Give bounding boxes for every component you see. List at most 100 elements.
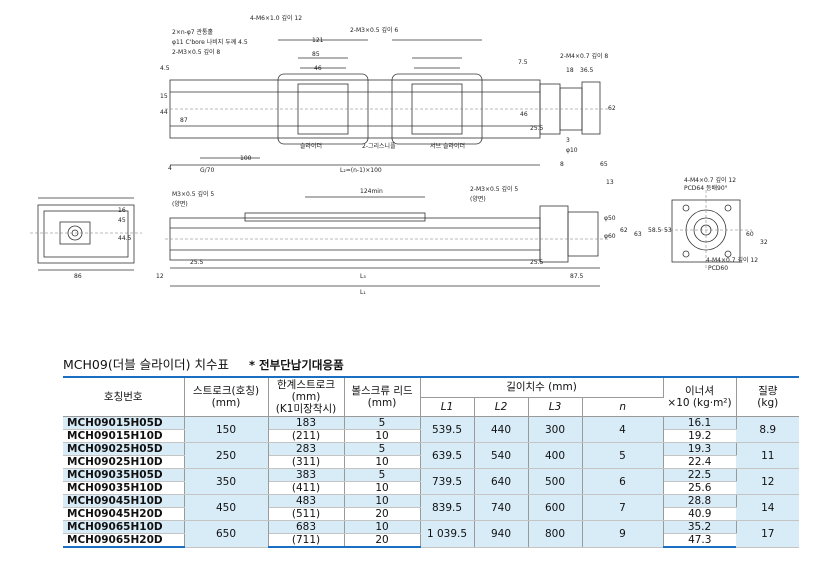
model-cell: MCH09065H10D — [63, 520, 185, 534]
inertia-cell: 19.3 — [663, 442, 737, 456]
dimension-label: 15 — [160, 93, 168, 100]
header-model: 호칭번호 — [63, 376, 185, 417]
dimension-label: 4.5 — [160, 65, 170, 72]
inertia-cell: 16.1 — [663, 416, 737, 430]
dimension-label: 25.5 — [530, 259, 544, 266]
inertia-cell: 40.9 — [663, 507, 737, 521]
dimension-label: 18 — [566, 67, 574, 74]
lead-cell: 10 — [344, 481, 421, 495]
dimension-label: 65 — [600, 161, 608, 168]
model-cell: MCH09035H05D — [63, 468, 185, 482]
dimension-label: 87.5 — [570, 273, 584, 280]
mass-cell: 11 — [736, 442, 800, 469]
dimension-label: 서브 슬라이더 — [430, 142, 465, 150]
l2-cell: 740 — [474, 494, 529, 521]
dimension-label: 2-그리스니플 — [362, 142, 396, 150]
limit-stroke-cell: (411) — [268, 481, 345, 495]
dimension-drawing: 2×n-φ7 관통홀 φ11 C'bore 나비지 두께 4.5 2-M3×0.5 … — [30, 14, 768, 296]
n-cell: 9 — [582, 520, 664, 548]
stroke-cell: 150 — [184, 416, 269, 443]
l2-cell: 440 — [474, 416, 529, 443]
l2-cell: 640 — [474, 468, 529, 495]
header-stroke: 스트로크(호칭) (mm) — [184, 376, 269, 417]
stroke-cell: 250 — [184, 442, 269, 469]
lead-cell: 10 — [344, 455, 421, 469]
lead-cell: 5 — [344, 442, 421, 456]
model-cell: MCH09035H10D — [63, 481, 185, 495]
l3-cell: 300 — [528, 416, 583, 443]
dimension-label: 2-M4×0.7 깊이 8 — [560, 52, 608, 60]
header-length: 길이치수 (mm) — [420, 375, 664, 398]
header-l3: L3 — [528, 397, 583, 418]
n-cell: 4 — [582, 416, 664, 443]
limit-stroke-cell: (711) — [268, 533, 345, 548]
dimension-label: 13 — [606, 179, 614, 186]
dimension-label: 60 — [746, 231, 754, 238]
dimension-label: (양면) — [470, 195, 486, 203]
lead-cell: 20 — [344, 507, 421, 521]
l3-cell: 400 — [528, 442, 583, 469]
dimension-label: 7.5 — [518, 59, 528, 66]
model-cell: MCH09045H20D — [63, 507, 185, 521]
dimension-label: M3×0.5 깊이 5 — [172, 190, 214, 198]
dimension-label: 62 — [620, 227, 628, 234]
header-n: n — [582, 397, 664, 418]
dimension-label: 4 — [168, 165, 172, 172]
n-cell: 5 — [582, 442, 664, 469]
dimension-label: 46 — [520, 111, 528, 118]
dimension-label: 2-M3×0.5 깊이 6 — [350, 26, 398, 34]
dimension-label: 121 — [312, 37, 324, 44]
l3-cell: 500 — [528, 468, 583, 495]
header-l2: L2 — [474, 397, 529, 418]
dimension-label: 44.5 — [118, 235, 132, 242]
dimension-label: 86 — [74, 273, 82, 280]
table-note: * 전부단납기대응품 — [249, 358, 344, 372]
l3-cell: 800 — [528, 520, 583, 548]
header-inertia: 이너셔 ×10 (kg·m²) — [663, 376, 737, 417]
inertia-cell: 28.8 — [663, 494, 737, 508]
mass-cell: 8.9 — [736, 416, 800, 443]
table-heading: MCH09(더블 슬라이더) 치수표 * 전부단납기대응품 — [63, 354, 344, 373]
mass-cell: 12 — [736, 468, 800, 495]
dimension-label: PCD64 등배90° — [684, 184, 728, 192]
dimension-label: φ60 — [604, 233, 616, 240]
stroke-cell: 650 — [184, 520, 269, 548]
dimension-label: φ10 — [566, 147, 578, 154]
dimension-label: 2×n-φ7 관통홀 — [172, 28, 214, 36]
dimension-label: 87 — [180, 117, 188, 124]
dimension-label: G/70 — [200, 167, 214, 174]
l2-cell: 540 — [474, 442, 529, 469]
model-cell: MCH09025H05D — [63, 442, 185, 456]
dimension-label: 2-M3×0.5 깊이 5 — [470, 185, 518, 193]
dimension-label: PCD60 — [708, 265, 728, 272]
model-cell: MCH09015H05D — [63, 416, 185, 430]
dimension-label: 85 — [312, 51, 320, 58]
l1-cell: 1 039.5 — [420, 520, 475, 548]
dimension-label: φ11 C'bore 나비지 두께 4.5 — [172, 38, 248, 46]
dimension-label: 4-M4×0.7 깊이 12 — [706, 256, 758, 264]
dimension-label: 16 — [118, 207, 126, 214]
dimension-label: 100 — [240, 155, 252, 162]
inertia-cell: 35.2 — [663, 520, 737, 534]
dimension-label: 4-M6×1.0 깊이 12 — [250, 14, 302, 22]
dimension-label: 58.5 — [648, 227, 662, 234]
inertia-cell: 25.6 — [663, 481, 737, 495]
mass-cell: 17 — [736, 520, 800, 548]
dimension-label: 46 — [314, 65, 322, 72]
dimension-label: 32 — [760, 239, 768, 246]
limit-stroke-cell: 483 — [268, 494, 345, 508]
dimension-label: 63 — [634, 231, 642, 238]
header-l1: L1 — [420, 397, 475, 418]
n-cell: 7 — [582, 494, 664, 521]
dimension-label: φ50 — [604, 215, 616, 222]
dimension-label: 8 — [560, 161, 564, 168]
lead-cell: 5 — [344, 416, 421, 430]
inertia-cell: 22.4 — [663, 455, 737, 469]
l3-cell: 600 — [528, 494, 583, 521]
dimension-table: 호칭번호 스트로크(호칭) (mm) 한계스트로크(mm) (K1미장착시) 볼… — [63, 375, 800, 548]
